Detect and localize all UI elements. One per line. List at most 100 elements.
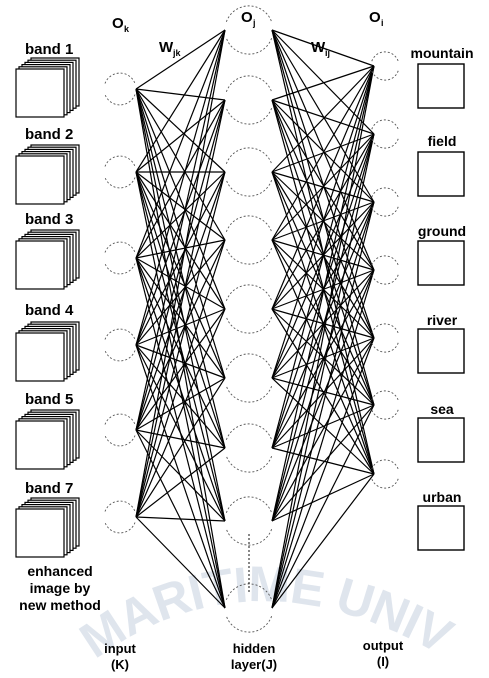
output-node-6 [371,390,399,420]
weight-line-k6-j4 [135,239,226,518]
weight-line-k3-j7 [135,257,226,449]
weight-line-j7-i1 [271,65,375,449]
node-arc-top [104,241,136,253]
node-arc-top [371,255,399,266]
weight-line-k1-j8 [135,88,226,522]
band-image-layer [15,240,65,290]
band-image-stack-5 [15,409,80,470]
node-arc-bottom [371,342,399,353]
weight-line-j9-i3 [271,201,375,609]
node-arc-bottom [371,478,399,489]
node-arc-top [371,390,399,401]
header-input-sub: k [124,24,130,34]
hidden-ellipsis-dot [248,582,250,584]
weight-line-k4-j1 [135,29,226,346]
weight-line-j7-i3 [271,201,375,449]
hidden-ellipsis-dot [248,538,250,540]
weight-line-j2-i5 [271,99,375,339]
hidden-node-5 [225,284,273,334]
node-arc-top [225,583,273,600]
output-node-7 [371,459,399,489]
node-arc-bottom [104,435,136,447]
class-label-field: field [428,133,457,149]
weight-line-j9-i7 [271,473,375,609]
node-arc-top [371,187,399,198]
band-label-1: band 1 [25,41,73,58]
hidden-node-4 [225,215,273,265]
weight-line-j2-i2 [271,99,375,135]
header-input-activation: O k [112,15,130,34]
weight-line-k2-j1 [135,29,226,173]
band-image-layer [15,68,65,118]
hidden-ellipsis-dot [248,534,250,536]
footer-input-label: input (K) [104,641,136,672]
node-arc-top [225,215,273,232]
weight-line-k3-j6 [135,257,226,379]
footer-input-line-1: input [104,641,136,656]
class-box-1 [417,63,465,109]
hidden-ellipsis-dot [248,574,250,576]
weight-line-k1-j1 [135,29,226,90]
node-arc-bottom [371,206,399,217]
weight-line-k6-j9 [135,516,226,609]
class-box-2 [417,151,465,197]
weight-line-j8-i3 [271,201,375,522]
input-node-5 [104,413,136,447]
hidden-node-6 [225,353,273,403]
weight-line-j8-i5 [271,337,375,522]
weight-line-k5-j5 [135,308,226,431]
node-arc-bottom [225,38,273,55]
weight-line-j7-i6 [271,404,375,449]
weight-line-k2-j5 [135,171,226,310]
footer-output-line-2: (I) [377,654,389,669]
node-arc-bottom [225,248,273,265]
weight-line-j9-i1 [271,65,375,609]
node-arc-top [371,323,399,334]
band-image-stack-1 [15,57,80,118]
band-labels: band 1 band 2 band 3 band 4 band 5 band … [25,41,74,497]
weight-line-k6-j6 [135,377,226,518]
band-label-5: band 5 [25,391,73,408]
weight-line-k5-j2 [135,99,226,431]
node-arc-bottom [104,350,136,362]
caption-line-3: new method [19,597,101,613]
input-node-2 [104,155,136,189]
band-image-layer [15,155,65,205]
class-box-6 [417,505,465,551]
node-arc-top [225,5,273,22]
weights-left-main: W [159,39,174,56]
weight-line-k3-j4 [135,239,226,259]
node-arc-bottom [371,70,399,81]
header-input-main: O [112,15,124,32]
hidden-node-2 [225,75,273,125]
node-arc-top [371,459,399,470]
hidden-ellipsis-dot [248,558,250,560]
node-arc-top [104,413,136,425]
weight-line-j4-i1 [271,65,375,241]
node-arc-bottom [225,317,273,334]
network-connections [135,29,375,609]
weight-line-k4-j3 [135,171,226,346]
hidden-ellipsis-dot [248,570,250,572]
weight-line-j8-i2 [271,133,375,522]
hidden-ellipsis-dot [248,590,250,592]
weight-line-k3-j2 [135,99,226,259]
band-image-stack-2 [15,144,80,205]
node-arc-bottom [225,108,273,125]
weight-line-k4-j5 [135,308,226,346]
node-arc-top [371,119,399,130]
output-node-5 [371,323,399,353]
header-output-sub: i [381,18,384,28]
header-weights-right: W ij [311,39,330,58]
weight-line-k4-j2 [135,99,226,346]
node-arc-bottom [104,263,136,275]
band-label-3: band 3 [25,211,73,228]
hidden-node-7 [225,423,273,473]
header-hidden-sub: j [252,18,256,28]
weights-right-main: W [311,39,326,56]
band-image-stack-4 [15,321,80,382]
weight-line-k5-j4 [135,239,226,431]
weight-line-k6-j5 [135,308,226,518]
node-arc-top [225,423,273,440]
